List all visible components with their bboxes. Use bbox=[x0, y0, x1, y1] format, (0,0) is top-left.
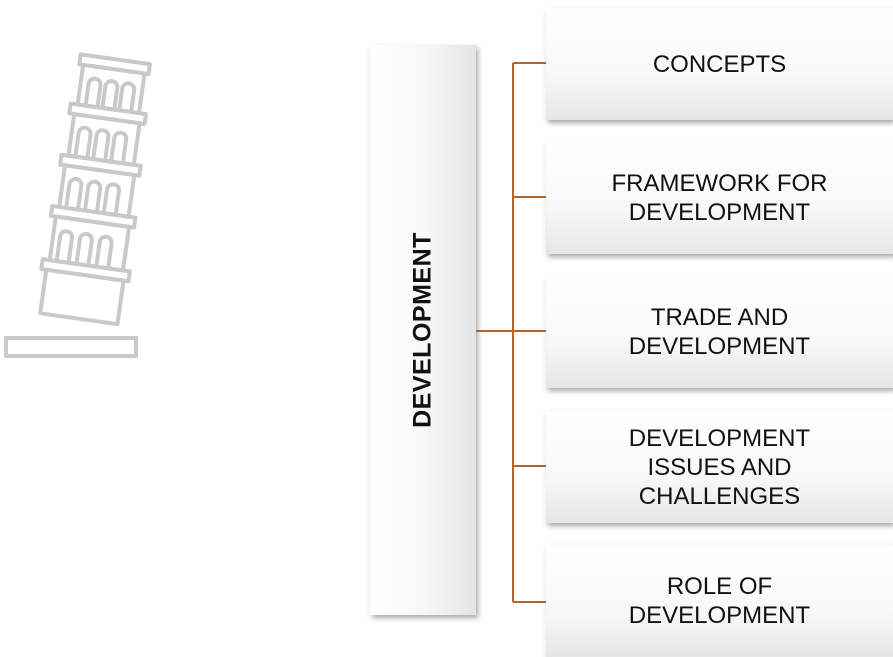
child-node-role: ROLE OF DEVELOPMENT bbox=[546, 545, 893, 657]
leaning-tower-icon bbox=[4, 52, 152, 358]
child-node-label: ROLE OF DEVELOPMENT bbox=[628, 573, 811, 629]
child-node-trade: TRADE AND DEVELOPMENT bbox=[546, 276, 893, 388]
child-node-label: CONCEPTS bbox=[652, 50, 787, 78]
child-node-framework: FRAMEWORK FOR DEVELOPMENT bbox=[546, 142, 893, 254]
child-node-label: DEVELOPMENT ISSUES AND CHALLENGES bbox=[628, 424, 811, 510]
root-node-label: DEVELOPMENT bbox=[408, 232, 437, 428]
child-node-label: FRAMEWORK FOR DEVELOPMENT bbox=[611, 170, 828, 226]
root-node-box: DEVELOPMENT bbox=[370, 45, 476, 615]
child-node-concepts: CONCEPTS bbox=[546, 8, 893, 120]
child-node-issues: DEVELOPMENT ISSUES AND CHALLENGES bbox=[546, 411, 893, 523]
child-node-label: TRADE AND DEVELOPMENT bbox=[628, 304, 811, 360]
